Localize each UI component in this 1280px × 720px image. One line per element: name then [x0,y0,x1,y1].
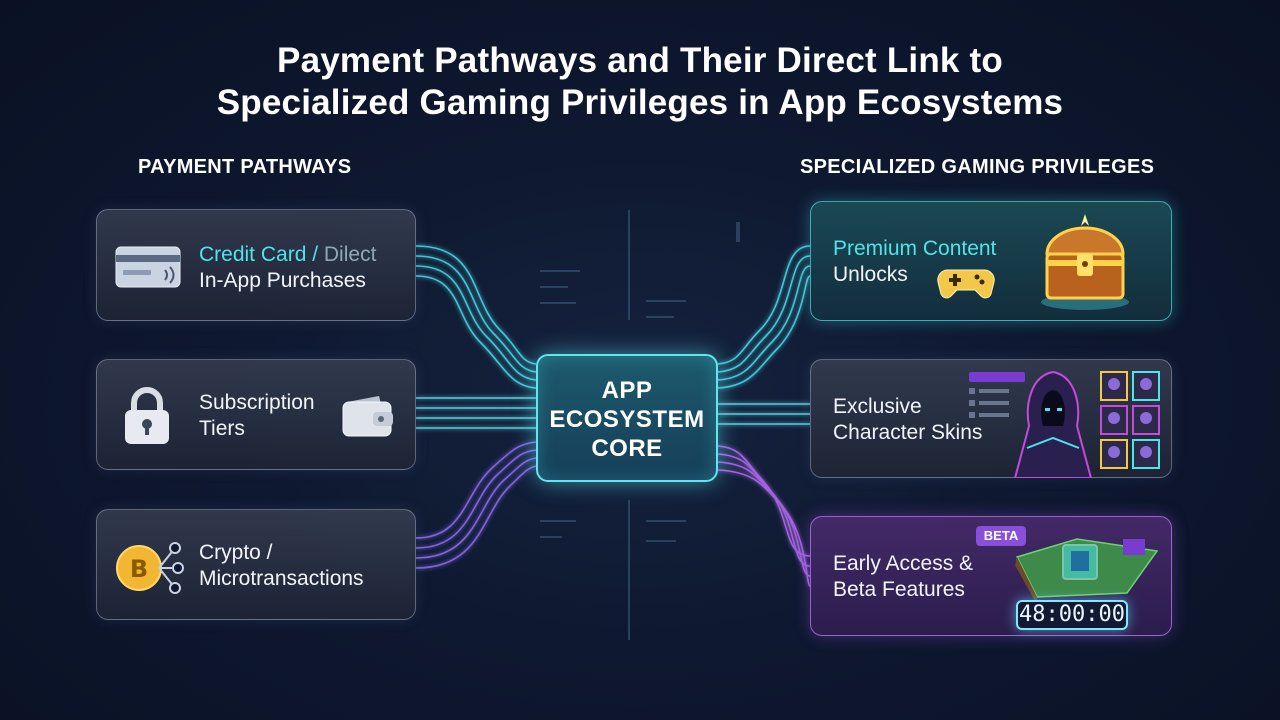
wire-core-to-premium [717,245,811,389]
wallet-icon [342,396,393,437]
game-map-icon [1015,538,1159,605]
subscription-tiers-card[interactable]: Subscription Tiers [96,359,416,470]
credit-card-text: Credit Card [199,243,307,266]
credit-card-label: Credit Card / Dilect [199,242,376,268]
treasure-chest-icon [1041,214,1129,310]
premium-content-card[interactable]: Premium Content Unlocks [810,201,1172,321]
core-line-2: ECOSYSTEM [549,406,705,433]
lock-icon [125,387,169,444]
wire-core-to-skins [718,403,810,425]
bitcoin-icon: B [116,542,184,594]
wire-credit-to-core [415,245,537,389]
credit-card-icon [115,246,181,288]
skin-menu-icon [969,372,1025,418]
microtransactions-label: Microtransactions [199,567,364,590]
gamepad-icon [937,269,995,299]
character-skins-card[interactable]: Exclusive Character Skins [810,359,1172,478]
hooded-character-icon [1013,370,1093,478]
early-access-label: Early Access & [833,552,974,575]
page-title: Payment Pathways and Their Direct Link t… [0,40,1280,124]
beta-features-label: Beta Features [833,578,965,601]
title-line-1: Payment Pathways and Their Direct Link t… [277,41,1003,80]
core-line-3: CORE [591,435,663,462]
premium-content-label: Premium Content [833,237,997,260]
direct-text: Dilect [323,243,377,266]
beta-badge: BETA [976,526,1026,546]
crypto-label: Crypto / [199,541,273,564]
wire-subscription-to-core [416,397,536,429]
gaming-privileges-heading: SPECIALIZED GAMING PRIVILEGES [800,156,1155,178]
credit-card-pathway-card[interactable]: Credit Card / Dilect In-App Purchases [96,209,416,321]
wire-crypto-to-core [415,441,537,569]
credit-separator: / [306,243,324,266]
wire-core-to-beta [717,445,811,587]
network-icon [158,542,184,594]
tiers-label: Tiers [199,417,245,440]
app-ecosystem-core[interactable]: APP ECOSYSTEM CORE [536,354,718,482]
exclusive-label: Exclusive [833,395,922,418]
core-line-1: APP [601,377,653,404]
unlocks-label: Unlocks [833,263,908,286]
crypto-microtransactions-card[interactable]: B Crypto / Microtransactions [96,509,416,620]
svg-text:B: B [130,555,148,583]
title-line-2: Specialized Gaming Privileges in App Eco… [216,83,1064,122]
circuit-details [540,210,740,640]
character-grid-icon [1100,371,1160,469]
in-app-purchases-label: In-App Purchases [199,269,366,292]
subscription-label: Subscription [199,391,315,414]
character-skins-label: Character Skins [833,421,983,444]
payment-pathways-heading: PAYMENT PATHWAYS [138,156,352,178]
countdown-timer: 48:00:00 [1016,600,1128,630]
